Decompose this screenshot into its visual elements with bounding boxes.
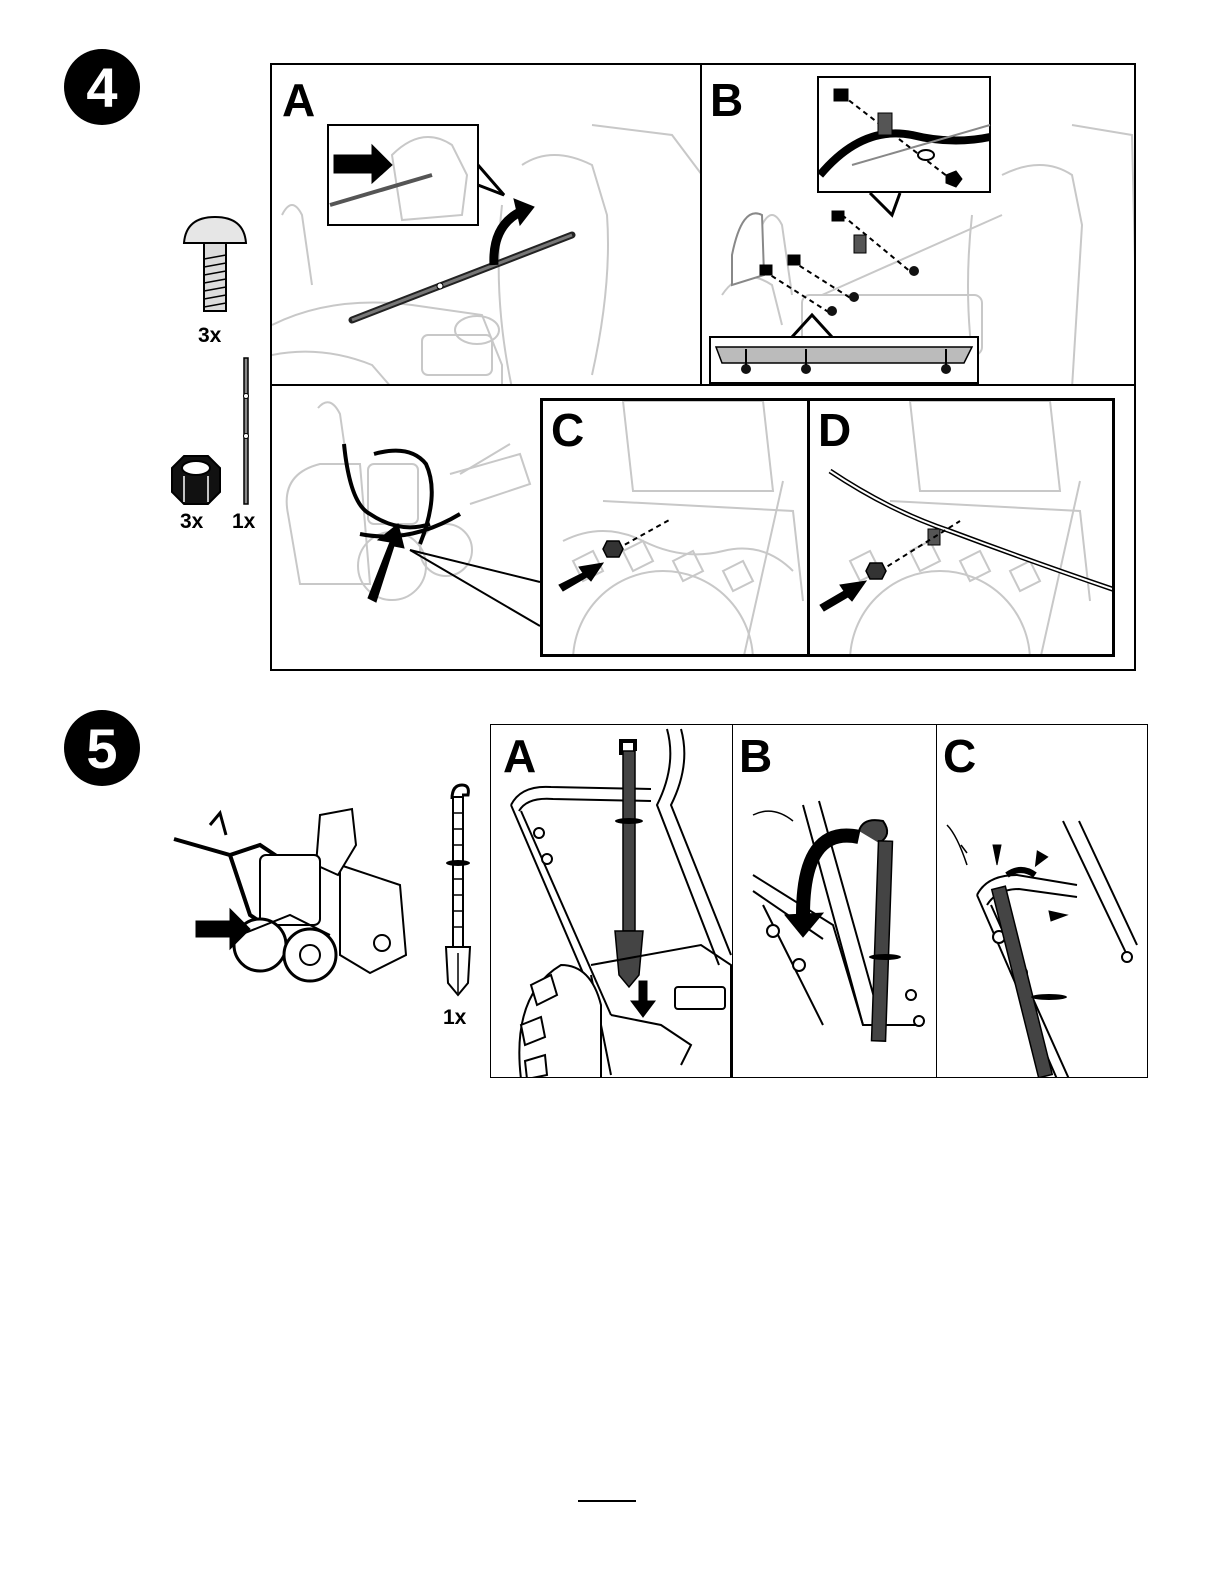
step-5-panel-b-letter: B	[739, 733, 772, 779]
shift-rod-qty: 1x	[232, 510, 255, 534]
step-4-panel-b-letter: B	[710, 77, 743, 123]
step-5-panel-c: C	[936, 724, 1148, 1078]
step-4-panel-c-letter: C	[551, 407, 584, 453]
shift-rod-icon	[238, 356, 254, 506]
step-4-panel-b: B	[700, 63, 1136, 386]
step-5-panel-a-letter: A	[503, 733, 536, 779]
step-4-panel-a-illustration	[272, 65, 702, 386]
carriage-bolt-icon	[180, 215, 250, 315]
step-5-number: 5	[86, 716, 117, 781]
lock-nut-qty: 3x	[180, 510, 203, 534]
step-4-number: 4	[86, 55, 117, 120]
step-4-panel-a-letter: A	[282, 77, 315, 123]
step-5-panel-a: A	[490, 724, 734, 1078]
step-4-badge: 4	[64, 49, 140, 125]
carriage-bolt-qty: 3x	[198, 324, 221, 348]
lock-nut-icon	[168, 454, 224, 506]
step-4-panel-d: D	[807, 398, 1115, 657]
step-4-panel-d-letter: D	[818, 407, 851, 453]
step-5-overview	[170, 805, 410, 985]
clean-out-tool-qty: 1x	[443, 1006, 466, 1030]
footer-rule	[578, 1500, 636, 1502]
step-5-panel-b: B	[732, 724, 938, 1078]
step-5-overview-illustration	[170, 805, 410, 985]
clean-out-tool-icon	[440, 783, 476, 1003]
step-5-badge: 5	[64, 710, 140, 786]
step-5-panel-c-letter: C	[943, 733, 976, 779]
step-4-panel-a: A	[270, 63, 702, 386]
step-4-panel-b-illustration	[702, 65, 1136, 386]
step-4-panel-c: C	[540, 398, 810, 657]
step-4-panel-d-illustration	[810, 401, 1115, 657]
